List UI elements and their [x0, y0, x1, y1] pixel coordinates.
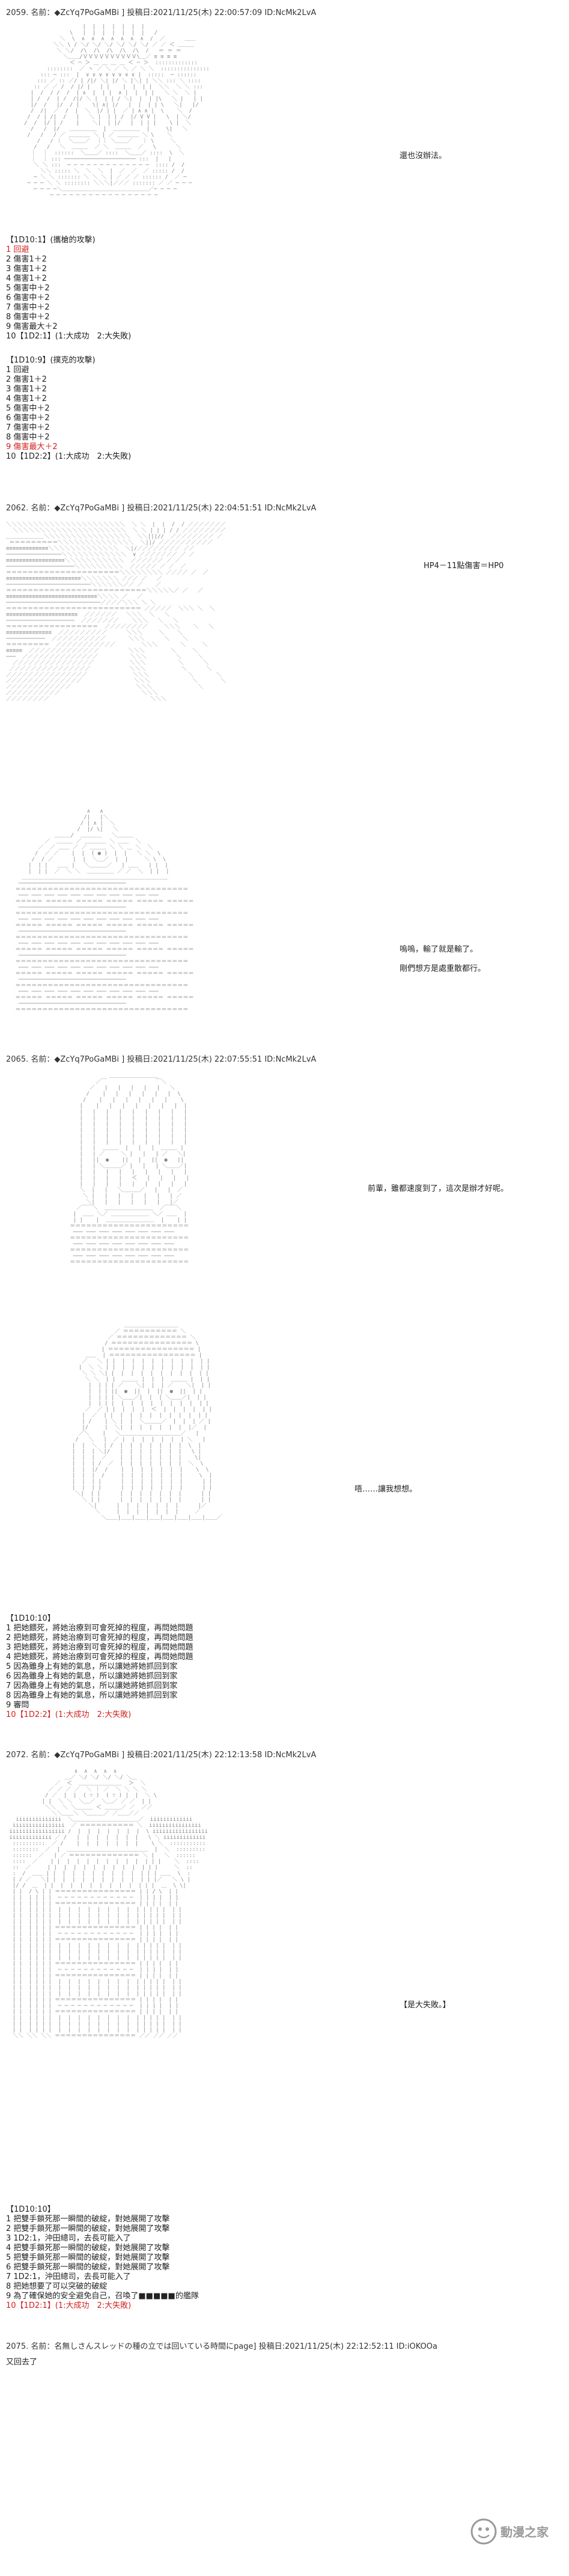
dice-line: 9 為了確保她的安全避免自己，召喚了■■■■■的艦隊	[6, 2292, 199, 2301]
dice-line: 3 傷害1＋2	[6, 385, 47, 394]
post-side-text-2062-b: 剛們想方是處重散都行。	[400, 964, 486, 973]
dice-group-title: 【1D10:9】(撲克的攻擊)	[6, 356, 96, 365]
ascii-art-character-3: ＿＿＿＿＿＿＿＿＿ ／￣ ￣＼ ／ | | | | | ＼ / | | | | …	[70, 1073, 189, 1265]
post-header-2062: 2062. 名前：◆ZcYq7PoGaMBi ] 投稿日:2021/11/25(…	[6, 504, 317, 513]
dice-line: 5 傷害中＋2	[6, 284, 50, 293]
dice-line: 6 把雙手鎖死那一瞬間的破綻，對她展開了攻擊	[6, 2263, 170, 2272]
dice-line: 6 傷害中＋2	[6, 414, 50, 423]
dice-line: 10【1D2:2】(1:大成功 2:大失敗)	[6, 452, 132, 461]
dice-line: 9 傷害最大＋2	[6, 442, 58, 451]
ascii-art-character-5: ∧ ∧ ∧ ∧ ∧ ＿／ ＼/ ＼/ ＼/ ＼/ ＼＿ ／ ＜ ＿＿＿＿＿＿＿＿…	[9, 1769, 208, 2039]
dice-group-2059-a: 【1D10:1】(攜槍的攻擊) 1 回避 2 傷害1＋2 3 傷害1＋2 4 傷…	[6, 236, 131, 341]
post-header-2072: 2072. 名前：◆ZcYq7PoGaMBi ] 投稿日:2021/11/25(…	[6, 1751, 317, 1760]
dice-group-title: 【1D10:10】	[6, 2205, 55, 2214]
watermark-text: 動漫之家	[501, 2525, 549, 2539]
ascii-art-character-1: | | | | | | | \ | | | | | | | / ＼ \ ∧ ∧ …	[24, 24, 210, 198]
dice-line: 4 傷害1＋2	[6, 274, 47, 283]
post-side-text-2065-a: 前輩，雖都速度到了，這次是辦才好呢。	[368, 1184, 509, 1193]
dice-line: 7 傷害中＋2	[6, 423, 50, 432]
dice-line: 10【1D2:2】(1:大成功 2:大失敗)	[6, 1710, 132, 1719]
dice-line: 2 把雙手鎖死那一瞬間的破綻，對她展開了攻擊	[6, 2224, 170, 2233]
dice-line: 2 傷害1＋2	[6, 375, 47, 384]
ascii-art-explosion: ＼＼＼＼＼＼＼＼＼＼＼＼＼＼＼＼＼＼＼＼＼＼ ＼ ＼ | | / / ／／／／／…	[6, 522, 227, 702]
comic-site-logo-icon: 動漫之家	[470, 2518, 549, 2545]
ascii-art-character-2: ∧ ∧ /| |＼ / | ∧ | ＼ / |/ \| ＼ ＿＿＿/ ＿＿＿＿ …	[15, 809, 194, 1013]
dice-line: 3 1D2:1，沖田總司，去長可能入了	[6, 2234, 131, 2243]
ascii-art-character-4: ＿＿＿＿＿＿＿＿＿＿ ／ ＝＝＝＝＝＝＝＝＝＝ ＼ ／ ＝＝＝＝＝＝＝＝＝＝＝＝…	[72, 1323, 222, 1521]
dice-line: 7 1D2:1，沖田總司，去長可能入了	[6, 2272, 131, 2281]
post-header-2059: 2059. 名前：◆ZcYq7PoGaMBi ] 投稿日:2021/11/25(…	[6, 8, 317, 17]
dice-line: 4 把雙手鎖死那一瞬間的破綻，對她展開了攻擊	[6, 2244, 170, 2253]
dice-group-2065: 【1D10:10】 1 把她餵死，將她治療到可會死掉的程度，再問她問題 2 把她…	[6, 1614, 193, 1720]
dice-line: 7 因為雖身上有她的氣息，所以讓她將她抓回到家	[6, 1681, 178, 1690]
dice-line: 8 傷害中＋2	[6, 313, 50, 322]
post-header-2065: 2065. 名前：◆ZcYq7PoGaMBi ] 投稿日:2021/11/25(…	[6, 1055, 317, 1064]
watermark-logo: 動漫之家	[468, 2513, 558, 2550]
dice-line: 9 審問	[6, 1701, 29, 1710]
dice-line: 3 傷害1＋2	[6, 265, 47, 274]
dice-line: 1 把雙手鎖死那一瞬間的破綻，對她展開了攻擊	[6, 2215, 170, 2224]
dice-line: 10【1D2:1】(1:大成功 2:大失敗)	[6, 332, 132, 341]
dice-line: 5 把雙手鎖死那一瞬間的破綻，對她展開了攻擊	[6, 2253, 170, 2262]
dice-line: 5 因為雖身上有她的氣息，所以讓她將她抓回到家	[6, 1662, 178, 1671]
post-side-text-2062-hp: HP4－11點傷害＝HP0	[424, 561, 504, 571]
dice-line: 8 傷害中＋2	[6, 433, 50, 442]
dice-line: 10【1D2:1】(1:大成功 2:大失敗)	[6, 2301, 132, 2310]
dice-line: 5 傷害中＋2	[6, 404, 50, 413]
dice-group-title: 【1D10:1】(攜槍的攻擊)	[6, 236, 96, 245]
dice-group-2072: 【1D10:10】 1 把雙手鎖死那一瞬間的破綻，對她展開了攻擊 2 把雙手鎖死…	[6, 2205, 199, 2311]
post-side-text-2059: 還也沒辦法。	[400, 151, 447, 161]
dice-line: 1 回避	[6, 366, 29, 375]
dice-line: 6 傷害中＋2	[6, 293, 50, 302]
dice-line: 4 傷害1＋2	[6, 394, 47, 403]
dice-group-title: 【1D10:10】	[6, 1614, 55, 1623]
dice-line: 4 把她餵死，將她治療到可會死掉的程度，再問她問題	[6, 1653, 193, 1662]
dice-line: 8 把她想要了可以突破的破綻	[6, 2282, 108, 2291]
dice-line: 3 把她餵死，將她治療到可會死掉的程度，再問她問題	[6, 1643, 193, 1652]
dice-line: 1 把她餵死，將她治療到可會死掉的程度，再問她問題	[6, 1624, 193, 1633]
dice-line: 6 因為雖身上有她的氣息，所以讓她將她抓回到家	[6, 1672, 178, 1681]
dice-line: 8 因為雖身上有她的氣息，所以讓她將她抓回到家	[6, 1691, 178, 1700]
post-header-2075: 2075. 名前：名無しさんスレッドの種の立では回いている時間にpage] 投稿…	[6, 2342, 437, 2351]
post-side-text-2065-b: 唔……讓我想想。	[354, 1485, 418, 1494]
dice-line: 9 傷害最大＋2	[6, 322, 58, 331]
post-side-text-2062-a: 嗚嗚，輸了就是輸了。	[400, 945, 478, 954]
dice-line: 1 回避	[6, 245, 29, 254]
dice-line: 7 傷害中＋2	[6, 303, 50, 312]
dice-line: 2 傷害1＋2	[6, 255, 47, 264]
dice-group-2059-b: 【1D10:9】(撲克的攻擊) 1 回避 2 傷害1＋2 3 傷害1＋2 4 傷…	[6, 356, 131, 462]
post-body-2075: 又回去了	[6, 2358, 38, 2367]
dice-line: 2 把她餵死，將她治療到可會死掉的程度，再問她問題	[6, 1633, 193, 1642]
post-side-text-2072: 【是大失敗。】	[400, 2001, 451, 2010]
